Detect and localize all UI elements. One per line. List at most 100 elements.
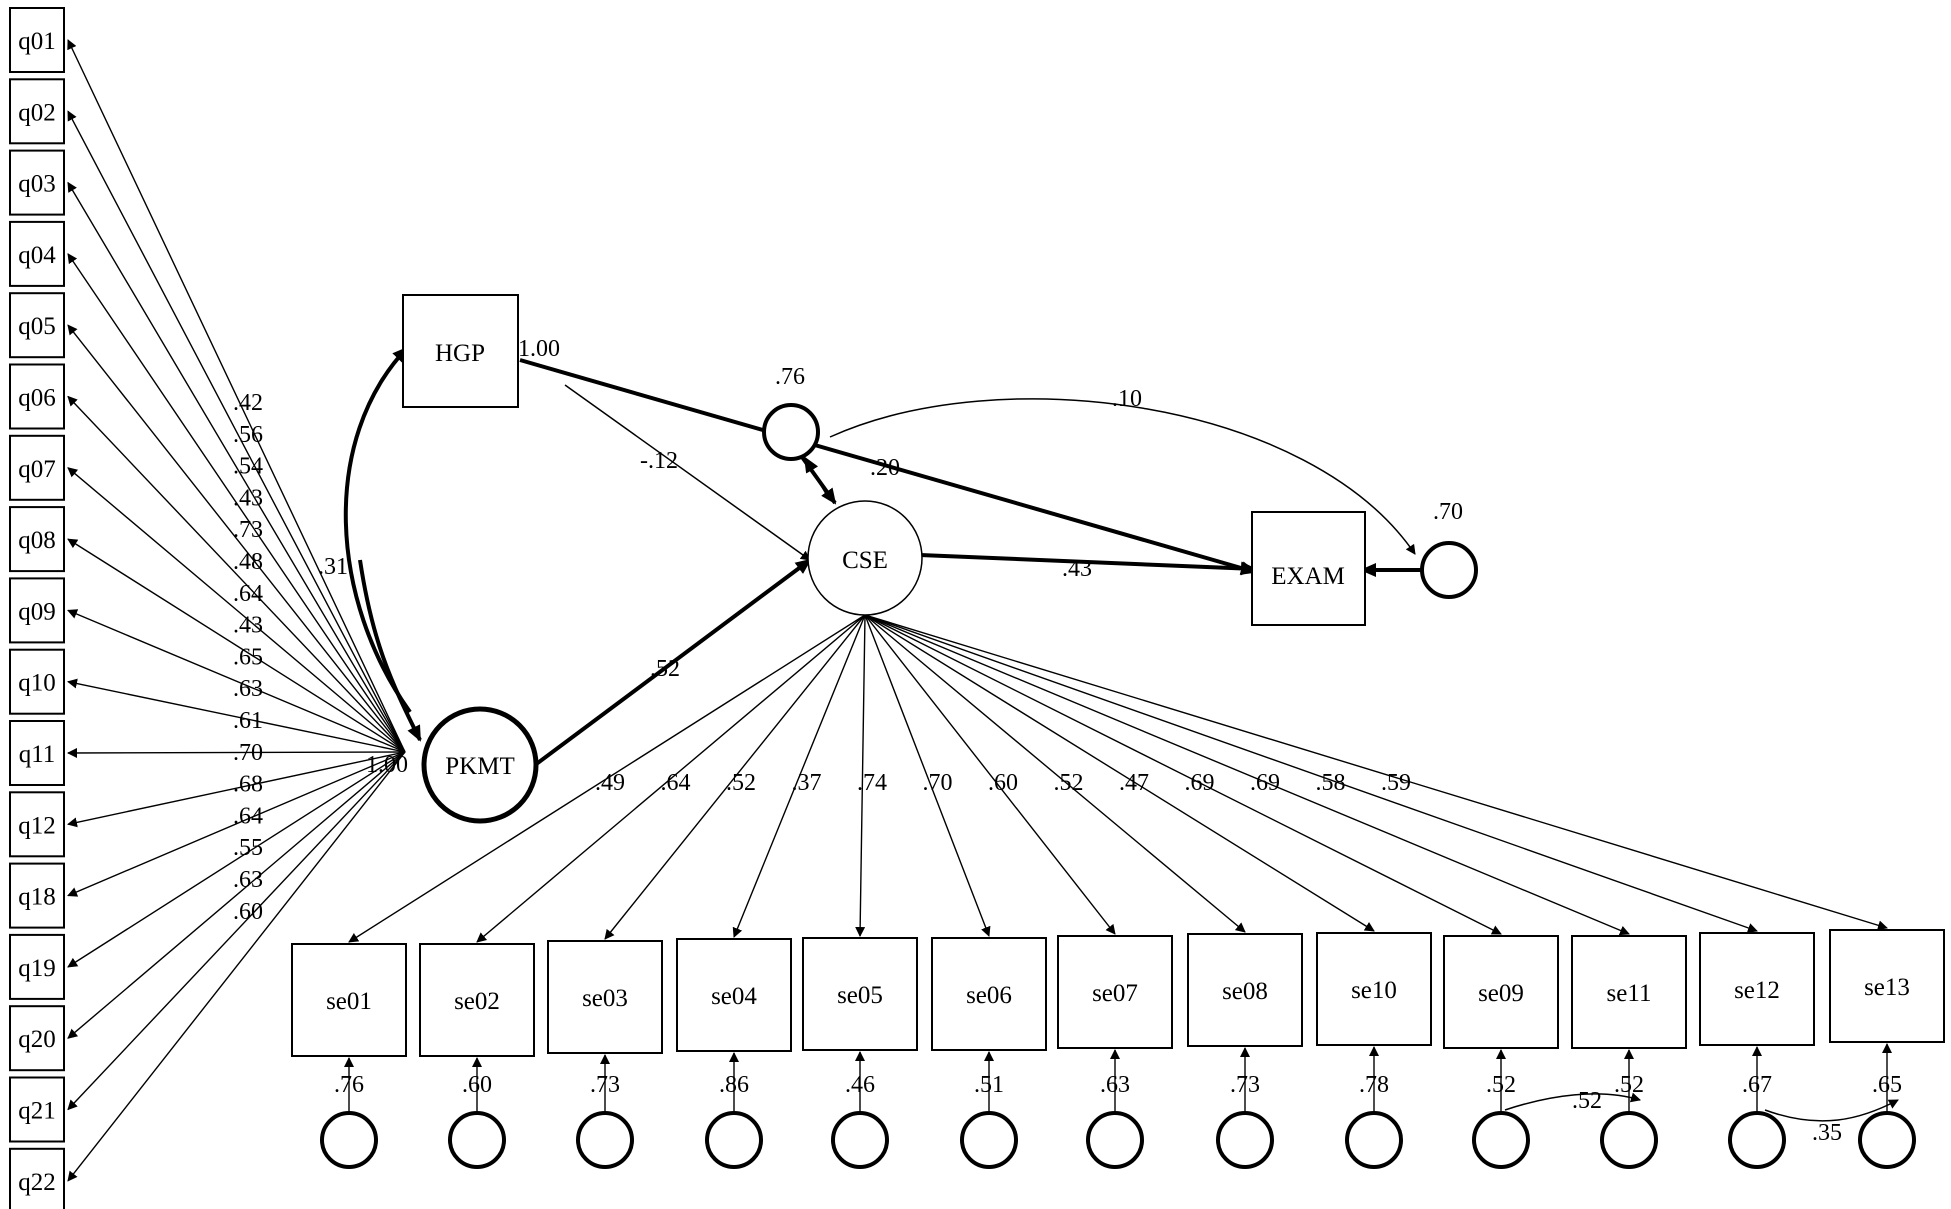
coef-disturbance-cov: .10 — [1112, 386, 1142, 412]
indicator-box-se05 — [802, 937, 918, 1051]
loading-line-q01 — [67, 39, 406, 753]
cse-circle — [807, 500, 923, 616]
r2-value-se02: .60 — [462, 1072, 492, 1098]
r2-value-se06: .51 — [974, 1072, 1004, 1098]
indicator-label-q08: q08 — [18, 527, 56, 554]
error-circle-se06 — [960, 1111, 1018, 1169]
indicator-box-q02 — [9, 78, 65, 145]
pkmt-label: PKMT — [445, 753, 514, 780]
r2-value-se12: .67 — [1742, 1072, 1772, 1098]
loading-line-q20 — [67, 751, 406, 1039]
indicator-box-se04 — [676, 938, 792, 1052]
error-circle-se02 — [448, 1111, 506, 1169]
exam-label: EXAM — [1271, 563, 1345, 590]
indicator-label-se13: se13 — [1864, 974, 1910, 1001]
r2-value-se05: .46 — [845, 1072, 875, 1098]
loading-value-q06: .48 — [233, 549, 263, 575]
indicator-box-q05 — [9, 292, 65, 359]
indicator-label-q04: q04 — [18, 242, 56, 269]
indicator-label-se03: se03 — [582, 985, 628, 1012]
pkmt-circle — [421, 706, 539, 824]
indicator-label-se01: se01 — [326, 988, 372, 1015]
indicator-box-q07 — [9, 434, 65, 501]
indicator-box-q04 — [9, 220, 65, 287]
indicator-box-se07 — [1057, 935, 1173, 1049]
loading-line-se06 — [864, 614, 991, 937]
loading-line-se03 — [604, 614, 866, 940]
indicator-box-se12 — [1699, 932, 1815, 1046]
cse-label: CSE — [842, 547, 888, 574]
coef-hgp-exam: .20 — [870, 455, 900, 481]
loading-line-q22 — [67, 751, 406, 1182]
path-pkmt-hgp — [358, 559, 422, 742]
indicator-label-q12: q12 — [18, 812, 56, 839]
r2-value-se13: .65 — [1872, 1072, 1902, 1098]
loading-value-se10: .47 — [1119, 770, 1149, 796]
indicator-label-q02: q02 — [18, 99, 56, 126]
r2-value-se01: .76 — [334, 1072, 364, 1098]
path-hgp-cse — [564, 384, 811, 561]
hgp-label: HGP — [435, 340, 485, 367]
indicator-box-q12 — [9, 791, 65, 858]
loading-line-se07 — [864, 614, 1116, 935]
indicator-label-se06: se06 — [966, 982, 1012, 1009]
indicator-label-se09: se09 — [1478, 980, 1524, 1007]
error-circle-se10 — [1345, 1111, 1403, 1169]
loading-line-se01 — [348, 614, 866, 943]
error-circle-se03 — [576, 1111, 634, 1169]
indicator-box-q06 — [9, 363, 65, 430]
error-circle-se07 — [1086, 1111, 1144, 1169]
path-disturbance-cov — [829, 398, 1416, 555]
indicator-label-q06: q06 — [18, 385, 56, 412]
loading-line-q05 — [67, 324, 406, 753]
loading-line-q10 — [67, 678, 406, 753]
cse-indicators: se01.49.76se02.64.60se03.52.73se04.37.86… — [291, 614, 1945, 1169]
loading-value-q03: .54 — [233, 454, 263, 480]
path-err-cov-se09-se11 — [1504, 1092, 1641, 1111]
indicator-box-se09 — [1443, 935, 1559, 1049]
indicator-box-q10 — [9, 648, 65, 715]
indicator-label-q20: q20 — [18, 1026, 56, 1053]
loading-value-se06: .70 — [923, 770, 953, 796]
loading-value-se09: .69 — [1185, 770, 1215, 796]
loading-value-q04: .43 — [233, 485, 263, 511]
loading-line-se02 — [476, 614, 866, 943]
loading-value-se04: .37 — [792, 770, 822, 796]
indicator-label-se10: se10 — [1351, 977, 1397, 1004]
r2-value-se08: .73 — [1230, 1072, 1260, 1098]
indicator-label-q01: q01 — [18, 28, 56, 55]
indicator-label-se12: se12 — [1734, 977, 1780, 1004]
path-pkmt-cse — [533, 558, 812, 767]
loading-line-se09 — [864, 614, 1502, 935]
loading-line-q09 — [67, 609, 406, 753]
indicator-label-q18: q18 — [18, 884, 56, 911]
indicator-box-se10 — [1316, 932, 1432, 1046]
loading-value-se12: .58 — [1316, 770, 1346, 796]
indicator-label-se08: se08 — [1222, 978, 1268, 1005]
r2-value-se11: .52 — [1614, 1072, 1644, 1098]
loading-line-q19 — [67, 751, 406, 968]
indicator-box-q20 — [9, 1005, 65, 1072]
loading-value-se11: .69 — [1250, 770, 1280, 796]
path-hgp-exam — [519, 358, 1257, 575]
indicator-label-se02: se02 — [454, 988, 500, 1015]
loading-value-q19: .64 — [233, 803, 263, 829]
r2-value-se10: .78 — [1359, 1072, 1389, 1098]
path-hgp-pkmt — [343, 346, 412, 714]
indicator-label-q21: q21 — [18, 1098, 56, 1125]
indicator-label-q19: q19 — [18, 955, 56, 982]
coef-err-cov-se09-se11: .52 — [1572, 1088, 1602, 1114]
error-circle-se01 — [320, 1111, 378, 1169]
error-circle-se08 — [1216, 1111, 1274, 1169]
loading-line-q07 — [67, 467, 406, 753]
loading-line-se05 — [855, 614, 866, 937]
loading-line-q08 — [67, 538, 406, 753]
indicator-box-se03 — [547, 940, 663, 1054]
error-circle-se11 — [1600, 1111, 1658, 1169]
loading-value-q21: .63 — [233, 867, 263, 893]
coef-hgp-fixed: 1.00 — [518, 336, 560, 362]
loading-line-se04 — [732, 614, 866, 938]
loading-value-q10: .63 — [233, 676, 263, 702]
exam-box — [1251, 511, 1366, 626]
